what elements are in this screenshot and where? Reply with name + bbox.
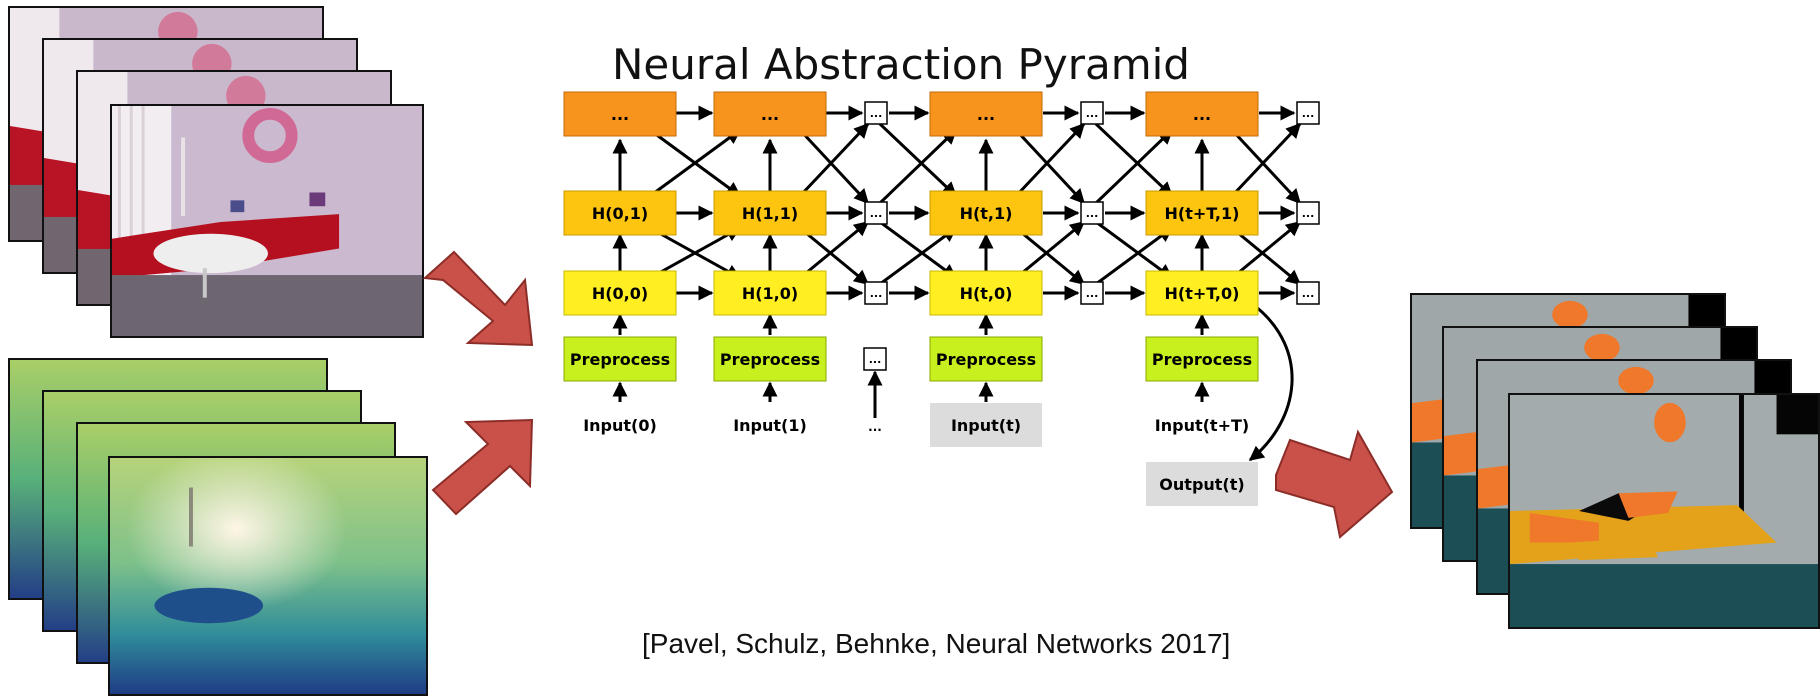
input-label: ... xyxy=(868,420,882,434)
output-label: Output(t) xyxy=(1159,475,1244,494)
output-box xyxy=(1146,462,1258,506)
top-node-label: ... xyxy=(977,105,995,124)
top-node-label: ... xyxy=(761,105,779,124)
hidden-0-node xyxy=(713,270,827,316)
input-label: Input(t) xyxy=(951,416,1021,435)
top-node xyxy=(1145,91,1259,137)
preprocess-label: Preprocess xyxy=(720,350,820,369)
top-node xyxy=(713,91,827,137)
segmentation-frame-front xyxy=(1508,393,1820,629)
hidden-layer-1-row: H(0,1) H(1,1) H(t,1) H(t+T,1) xyxy=(563,190,1259,236)
hidden-0-label: H(t+T,0) xyxy=(1165,284,1240,303)
ellipsis-box xyxy=(1080,201,1104,225)
top-node-label: ... xyxy=(611,105,629,124)
preprocess-node xyxy=(1145,336,1259,382)
ellipsis-box-label: ... xyxy=(869,353,882,366)
hidden-1-node xyxy=(713,190,827,236)
ellipsis-box xyxy=(1080,101,1104,125)
preprocess-row: Preprocess Preprocess Preprocess Preproc… xyxy=(563,336,1259,382)
ellipsis-box xyxy=(864,281,888,305)
hidden-1-label: H(0,1) xyxy=(592,204,648,223)
ellipsis-box-label: ... xyxy=(1086,107,1099,120)
current-input-box xyxy=(930,403,1042,447)
hidden-1-node xyxy=(563,190,677,236)
hidden-layer-0-row: H(0,0) H(1,0) H(t,0) H(t+T,0) xyxy=(563,270,1259,316)
input-label: Input(t+T) xyxy=(1155,416,1249,435)
hidden-0-node xyxy=(1145,270,1259,316)
ellipsis-box xyxy=(1080,281,1104,305)
top-node xyxy=(929,91,1043,137)
ellipsis-box-label: ... xyxy=(1302,107,1315,120)
hidden-0-node xyxy=(929,270,1043,316)
hidden-1-label: H(t+T,1) xyxy=(1165,204,1240,223)
input-row: Input(0) Input(1) ... Input(t) Input(t+T… xyxy=(583,403,1249,447)
preprocess-node xyxy=(713,336,827,382)
top-node xyxy=(563,91,677,137)
preprocess-label: Preprocess xyxy=(936,350,1036,369)
hidden-0-label: H(t,0) xyxy=(960,284,1013,303)
top-layer-row: ... ... ... ... xyxy=(563,91,1259,137)
ellipsis-box xyxy=(864,201,888,225)
ellipsis-box-label: ... xyxy=(1086,207,1099,220)
depth-frame-front xyxy=(108,456,428,696)
hidden-1-node xyxy=(929,190,1043,236)
ellipsis-box-label: ... xyxy=(870,287,883,300)
preprocess-node xyxy=(929,336,1043,382)
hidden-0-label: H(0,0) xyxy=(592,284,648,303)
input-label: Input(0) xyxy=(583,416,657,435)
hidden-1-node xyxy=(1145,190,1259,236)
hidden-0-node xyxy=(563,270,677,316)
ellipsis-box xyxy=(863,347,887,371)
hidden-1-label: H(1,1) xyxy=(742,204,798,223)
preprocess-label: Preprocess xyxy=(1152,350,1252,369)
ellipsis-box-label: ... xyxy=(1302,287,1315,300)
depth-to-pyramid-arrow xyxy=(431,418,534,516)
input-label: Input(1) xyxy=(733,416,807,435)
ellipsis-box xyxy=(1296,101,1320,125)
diagram-title: Neural Abstraction Pyramid xyxy=(612,40,1190,89)
ellipsis-box xyxy=(864,101,888,125)
preprocess-label: Preprocess xyxy=(570,350,670,369)
rgb-frame-front xyxy=(110,104,424,338)
hidden-1-label: H(t,1) xyxy=(960,204,1013,223)
citation: [Pavel, Schulz, Behnke, Neural Networks … xyxy=(642,628,1231,659)
top-node-label: ... xyxy=(1193,105,1211,124)
ellipsis-box-label: ... xyxy=(1302,207,1315,220)
ellipsis-box-label: ... xyxy=(1086,287,1099,300)
pyramid-to-output-arrow xyxy=(1275,429,1394,539)
ellipsis-boxes: ... ... ... ... ... ... ... ... ... ... xyxy=(863,101,1320,371)
pyramid-connections xyxy=(612,105,1302,462)
ellipsis-box-label: ... xyxy=(870,207,883,220)
hidden-0-label: H(1,0) xyxy=(742,284,798,303)
ellipsis-box xyxy=(1296,281,1320,305)
ellipsis-box-label: ... xyxy=(870,107,883,120)
preprocess-node xyxy=(563,336,677,382)
ellipsis-box xyxy=(1296,201,1320,225)
rgb-to-pyramid-arrow xyxy=(422,250,534,347)
